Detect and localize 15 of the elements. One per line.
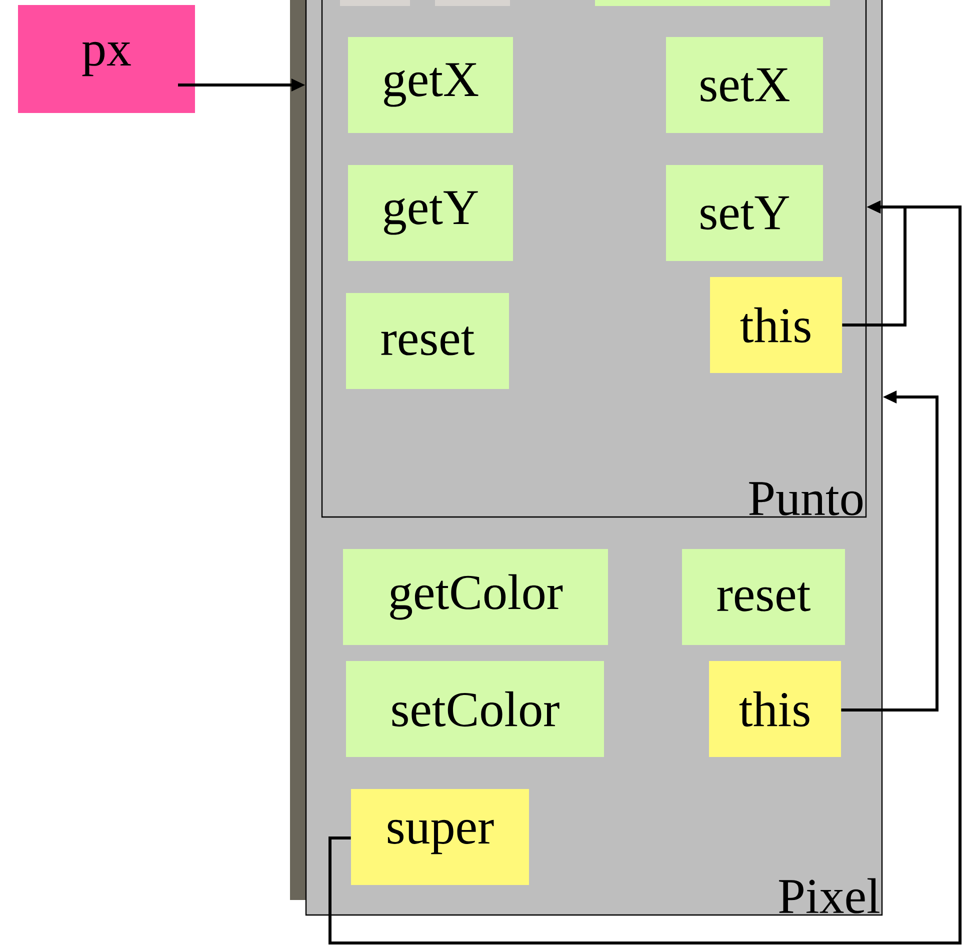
reference-box: super [351,789,529,885]
method-box: setY [666,165,823,261]
method-box: getX [348,37,513,133]
method-box [595,0,830,6]
method-box: setX [666,37,823,133]
method-box: reset [346,293,509,389]
reference-box: this [710,277,842,373]
variable-box: px [18,5,195,113]
method-box: reset [682,549,845,645]
method-box: getColor [343,549,608,645]
method-box: getY [348,165,513,261]
method-box: setColor [346,661,604,757]
reference-box: this [709,661,841,757]
field-box [435,0,510,6]
field-box [340,0,410,6]
